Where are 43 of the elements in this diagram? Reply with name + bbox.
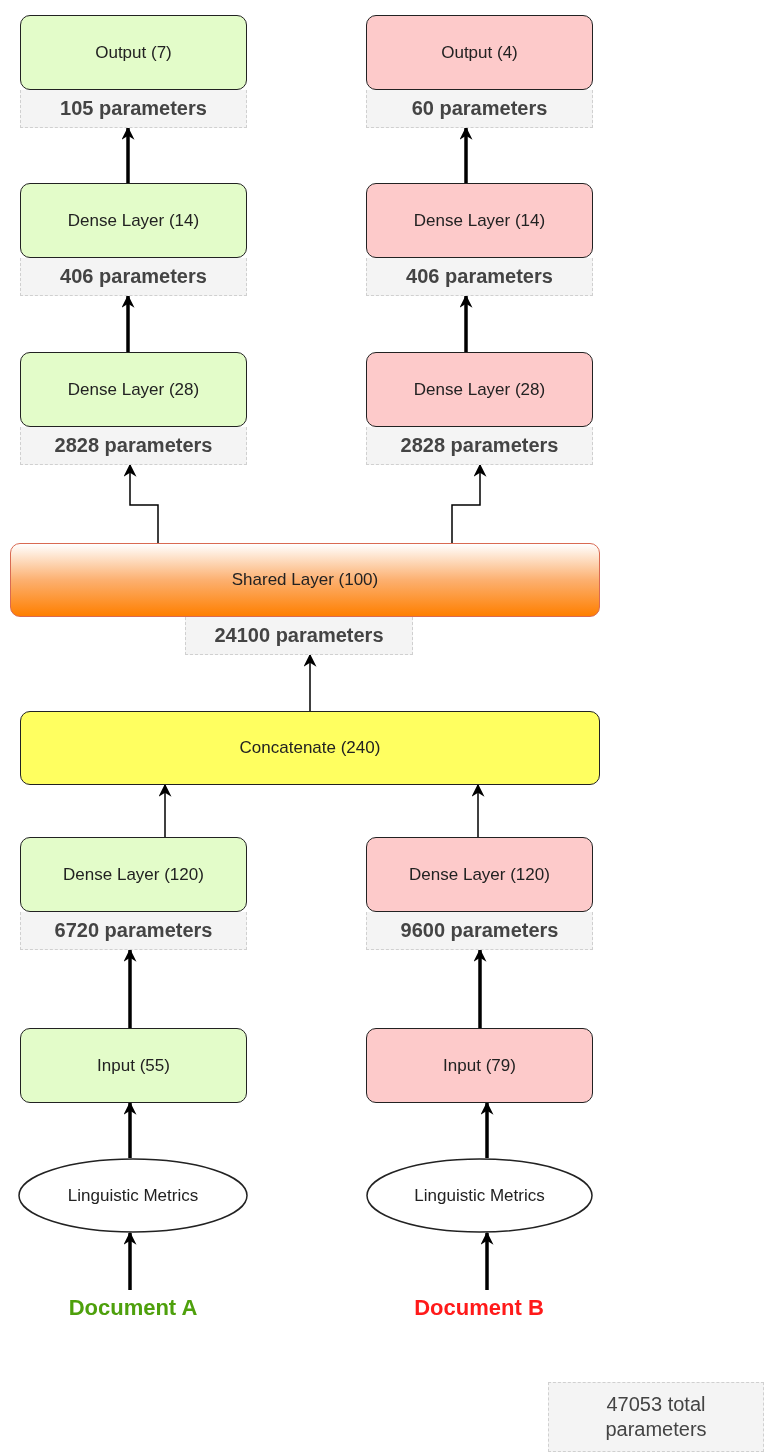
arrow	[121, 126, 135, 183]
parameter-count: 406 parameters	[20, 258, 247, 296]
arrow	[158, 783, 172, 838]
arrow	[480, 1101, 494, 1158]
arrow	[480, 1231, 494, 1290]
parameter-count: 2828 parameters	[366, 427, 593, 465]
parameter-count: 6720 parameters	[20, 912, 247, 950]
parameter-count: 60 parameters	[366, 90, 593, 128]
arrow	[123, 463, 159, 544]
layer-box: Dense Layer (28)	[20, 352, 247, 427]
parameter-count: 24100 parameters	[185, 617, 413, 655]
arrow	[123, 1231, 137, 1290]
arrow	[303, 653, 317, 712]
arrow	[121, 294, 135, 352]
layer-box: Dense Layer (14)	[20, 183, 247, 258]
parameter-count: 105 parameters	[20, 90, 247, 128]
layer-box: Input (55)	[20, 1028, 247, 1103]
arrow	[451, 463, 487, 544]
arrow	[123, 948, 137, 1028]
layer-box: Output (7)	[20, 15, 247, 90]
node-label: Linguistic Metrics	[67, 1185, 199, 1206]
layer-box: Dense Layer (28)	[366, 352, 593, 427]
parameter-count: 406 parameters	[366, 258, 593, 296]
concatenate-box: Concatenate (240)	[20, 711, 600, 785]
layer-box: Dense Layer (120)	[20, 837, 247, 912]
arrow	[123, 1101, 137, 1158]
input-ellipse	[366, 1158, 593, 1233]
layer-box: Output (4)	[366, 15, 593, 90]
arrow	[471, 783, 485, 838]
arrow	[473, 948, 487, 1028]
arrow	[459, 126, 473, 183]
layer-box: Dense Layer (14)	[366, 183, 593, 258]
layer-box: Dense Layer (120)	[366, 837, 593, 912]
node-label: Linguistic Metrics	[414, 1185, 545, 1206]
arrow	[459, 294, 473, 352]
document-label: Document B	[379, 1290, 579, 1326]
input-ellipse	[18, 1158, 248, 1233]
total-parameters-box: 47053 total parameters	[548, 1382, 764, 1452]
parameter-count: 9600 parameters	[366, 912, 593, 950]
document-label: Document A	[33, 1290, 233, 1326]
parameter-count: 2828 parameters	[20, 427, 247, 465]
shared-layer-box: Shared Layer (100)	[10, 543, 600, 617]
layer-box: Input (79)	[366, 1028, 593, 1103]
